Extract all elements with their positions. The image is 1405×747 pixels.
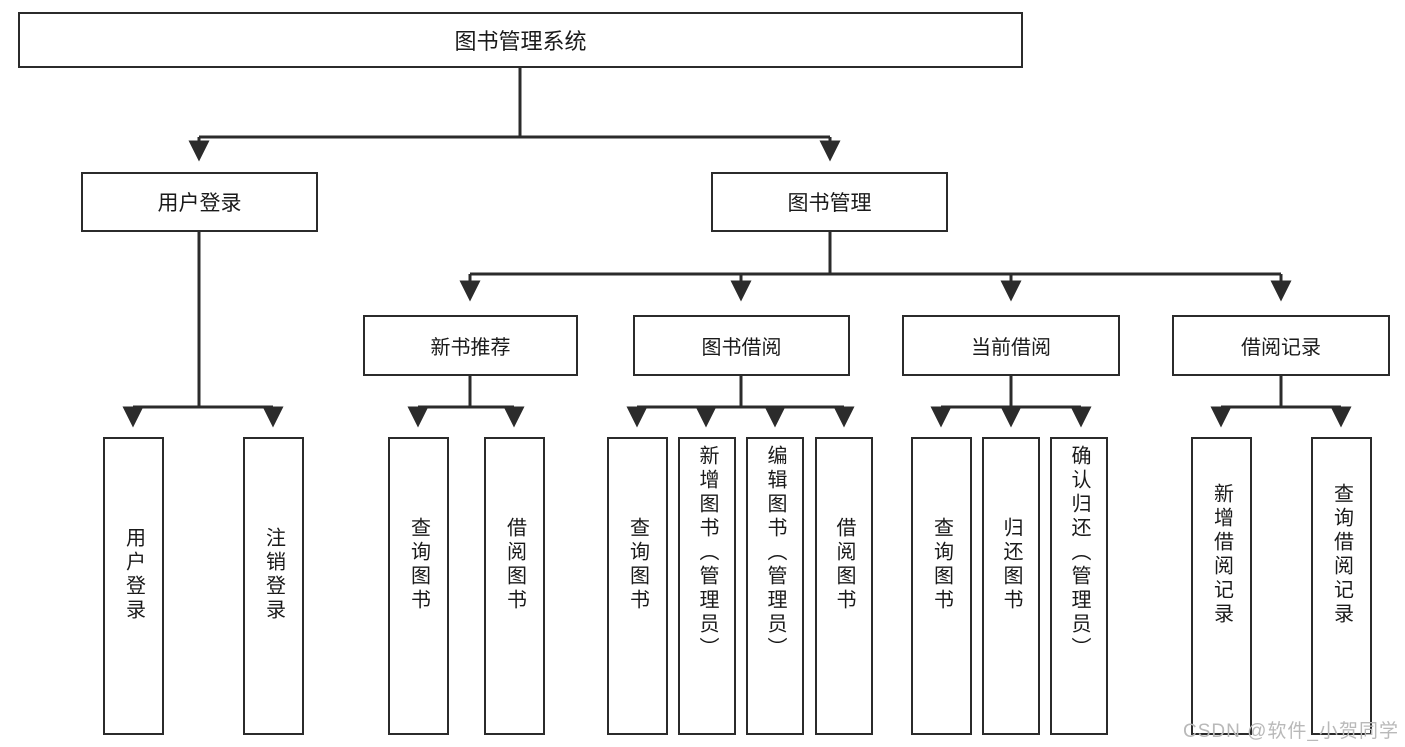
- leaf-user-login-logout-label: 注销登录: [262, 527, 285, 623]
- leaf-new-book-query-label: 查询图书: [407, 517, 430, 613]
- leaf-user-login-logout[interactable]: 注销登录: [243, 437, 304, 735]
- leaf-new-book-borrow[interactable]: 借阅图书: [484, 437, 545, 735]
- leaf-current-borrow-query-label: 查询图书: [930, 517, 953, 613]
- leaf-borrow-record-add[interactable]: 新增借阅记录: [1191, 437, 1252, 735]
- node-user-login[interactable]: 用户登录: [81, 172, 318, 232]
- leaf-current-borrow-confirm[interactable]: 确认归还（管理员）: [1050, 437, 1108, 735]
- leaf-borrow-record-add-label: 新增借阅记录: [1210, 483, 1233, 627]
- leaf-user-login-login[interactable]: 用户登录: [103, 437, 164, 735]
- leaf-current-borrow-return[interactable]: 归还图书: [982, 437, 1040, 735]
- node-current-borrow-label: 当前借阅: [971, 337, 1051, 359]
- leaf-book-borrow-borrow[interactable]: 借阅图书: [815, 437, 873, 735]
- csdn-watermark: CSDN @软件_小贺同学: [1183, 721, 1399, 742]
- leaf-new-book-borrow-label: 借阅图书: [503, 517, 526, 613]
- leaf-book-borrow-edit[interactable]: 编辑图书（管理员）: [746, 437, 804, 735]
- node-new-book-recommend[interactable]: 新书推荐: [363, 315, 578, 376]
- leaf-book-borrow-add[interactable]: 新增图书（管理员）: [678, 437, 736, 735]
- node-new-book-recommend-label: 新书推荐: [430, 337, 511, 359]
- node-borrow-record-label: 借阅记录: [1241, 337, 1321, 359]
- leaf-current-borrow-return-label: 归还图书: [1000, 517, 1022, 613]
- node-book-borrow[interactable]: 图书借阅: [633, 315, 850, 376]
- leaf-book-borrow-borrow-label: 借阅图书: [833, 517, 855, 613]
- leaf-book-borrow-query[interactable]: 查询图书: [607, 437, 668, 735]
- leaf-book-borrow-edit-label: 编辑图书（管理员）: [764, 445, 786, 661]
- leaf-current-borrow-query[interactable]: 查询图书: [911, 437, 972, 735]
- node-book-management[interactable]: 图书管理: [711, 172, 948, 232]
- leaf-book-borrow-query-label: 查询图书: [626, 517, 649, 613]
- leaf-borrow-record-query[interactable]: 查询借阅记录: [1311, 437, 1372, 735]
- node-book-borrow-label: 图书借阅: [701, 337, 782, 359]
- node-borrow-record[interactable]: 借阅记录: [1172, 315, 1390, 376]
- node-book-management-label: 图书管理: [787, 192, 872, 215]
- leaf-user-login-login-label: 用户登录: [122, 527, 145, 623]
- leaf-borrow-record-query-label: 查询借阅记录: [1330, 483, 1353, 627]
- leaf-new-book-query[interactable]: 查询图书: [388, 437, 449, 735]
- leaf-current-borrow-confirm-label: 确认归还（管理员）: [1068, 445, 1090, 661]
- node-user-login-label: 用户登录: [157, 192, 242, 215]
- leaf-book-borrow-add-label: 新增图书（管理员）: [696, 445, 718, 661]
- node-root-label: 图书管理系统: [454, 29, 587, 54]
- node-root[interactable]: 图书管理系统: [18, 12, 1023, 68]
- node-current-borrow[interactable]: 当前借阅: [902, 315, 1120, 376]
